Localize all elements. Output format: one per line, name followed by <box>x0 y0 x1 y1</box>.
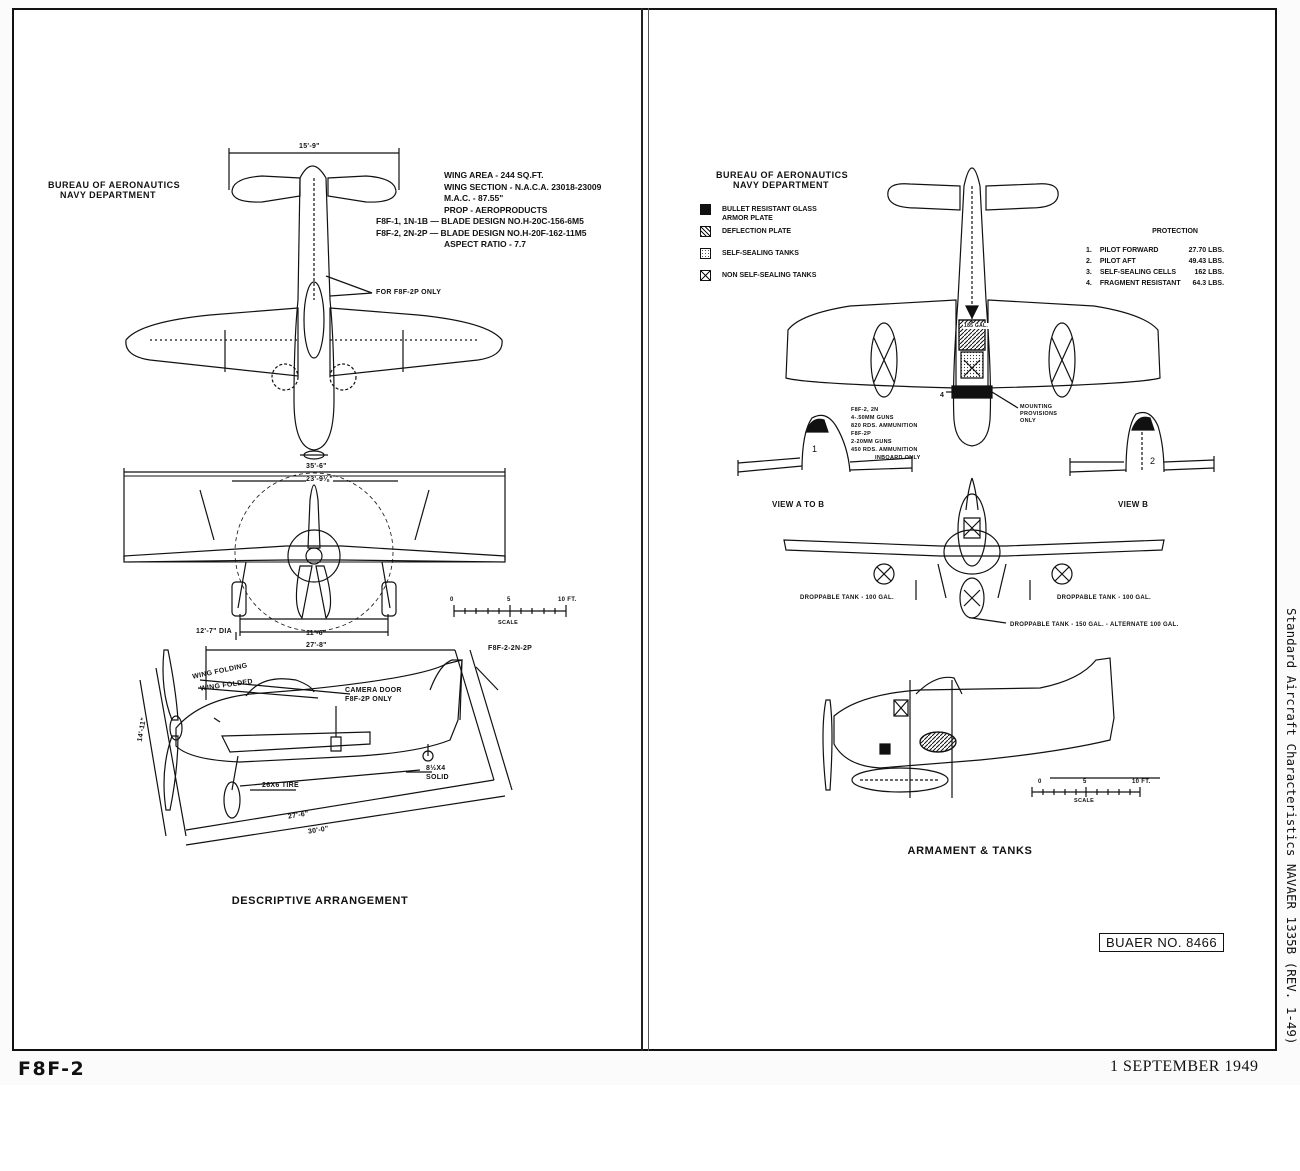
protection-row: 4. FRAGMENT RESISTANT 64.3 LBS. <box>1082 278 1228 289</box>
right-scale-10: 10 FT. <box>1132 779 1151 785</box>
top-view <box>126 148 502 459</box>
armament-front-view <box>784 478 1164 623</box>
spec-blade-f8f1: F8F-1, 1N-1B — BLADE DESIGN NO.H-20C-156… <box>376 216 584 226</box>
armament-top-view <box>786 168 1160 446</box>
right-scale-bar <box>1032 787 1140 797</box>
view-a-to-b <box>738 415 912 476</box>
legend-cross-swatch <box>700 270 711 281</box>
left-scale-label: SCALE <box>498 620 519 626</box>
marker-1: 1 <box>812 444 818 454</box>
spec-wing-area: WING AREA - 244 SQ.FT. <box>444 170 544 180</box>
aircraft-model: F8F-2 <box>18 1058 86 1080</box>
left-scale-5: 5 <box>507 597 511 603</box>
marker-2: 2 <box>1150 456 1156 466</box>
spec-aspect-ratio: ASPECT RATIO - 7.7 <box>444 239 527 249</box>
protection-weight: 64.3 LBS. <box>1192 280 1225 287</box>
left-scale-0: 0 <box>450 597 454 603</box>
view-b-label: VIEW B <box>1118 500 1149 509</box>
protection-item: PILOT AFT <box>1099 258 1136 265</box>
spec-prop: PROP - AEROPRODUCTS <box>444 204 548 215</box>
right-scale-label: SCALE <box>1074 798 1095 804</box>
aircraft-drawings <box>0 0 1300 1085</box>
dim-track: 11'-6" <box>306 630 327 637</box>
spec-mac: M.A.C. - 87.55" <box>444 193 504 203</box>
for-f8f2p-label: FOR F8F-2P ONLY <box>376 289 442 296</box>
marker-4: 4 <box>940 392 945 399</box>
dim-span-inner: 23'-9⅛" <box>306 476 333 483</box>
protection-item: SELF-SEALING CELLS <box>1099 269 1177 276</box>
legend-solid-swatch <box>700 204 711 215</box>
armament-side-view <box>823 658 1160 798</box>
drawing-sheet: BUREAU OF AERONAUTICS NAVY DEPARTMENT WI… <box>0 0 1300 1085</box>
camera-door-label: CAMERA DOOR F8F-2P ONLY <box>345 687 402 703</box>
gun-spec-label: F8F-2, 2N 4-.50MM GUNS 820 RDS. AMMUNITI… <box>851 407 921 461</box>
right-agency-name: BUREAU OF AERONAUTICS NAVY DEPARTMENT <box>716 170 849 190</box>
dim-span: 35'-6" <box>306 463 327 470</box>
page-divider-shadow <box>648 8 649 1051</box>
drop-tank-right-label: DROPPABLE TANK - 100 GAL. <box>1057 595 1151 601</box>
drop-tank-left-label: DROPPABLE TANK - 100 GAL. <box>800 595 894 601</box>
buaer-number: BUAER NO. 8466 <box>1099 933 1225 952</box>
legend-non-self-sealing-label: NON SELF-SEALING TANKS <box>722 272 817 279</box>
right-scale-0: 0 <box>1038 779 1042 785</box>
legend-armor-label: BULLET RESISTANT GLASS ARMOR PLATE <box>722 206 817 222</box>
spec-wing-section: WING SECTION - N.A.C.A. 23018-23009 <box>444 181 602 192</box>
left-caption: DESCRIPTIVE ARRANGEMENT <box>231 895 409 907</box>
protection-weight: 49.43 LBS. <box>1188 258 1225 265</box>
side-view <box>140 646 512 845</box>
drop-tank-center-label: DROPPABLE TANK - 150 GAL. - ALTERNATE 10… <box>1010 622 1179 628</box>
tire-main-label: 26X6 TIRE <box>262 782 299 789</box>
dim-tail-span: 15'-9" <box>299 143 320 150</box>
protection-table: PROTECTION 1. PILOT FORWARD 27.70 LBS. 2… <box>1082 228 1228 289</box>
right-caption: ARMAMENT & TANKS <box>907 845 1033 857</box>
internal-tank-label: 185 GAL. <box>963 323 990 329</box>
legend-dots-swatch <box>700 248 711 259</box>
protection-item: FRAGMENT RESISTANT <box>1099 280 1181 287</box>
spec-blade-f8f2: F8F-2, 2N-2P — BLADE DESIGN NO.H-20F-162… <box>376 227 587 238</box>
protection-item: PILOT FORWARD <box>1099 247 1159 254</box>
protection-num: 1. <box>1086 247 1092 254</box>
legend-deflection-label: DEFLECTION PLATE <box>722 228 792 235</box>
dim-length-top: 27'-8" <box>306 642 327 649</box>
view-a-to-b-label: VIEW A TO B <box>772 500 825 509</box>
f8f-variant-label: F8F-2-2N-2P <box>488 645 533 652</box>
protection-row: 1. PILOT FORWARD 27.70 LBS. <box>1082 245 1228 256</box>
protection-row: 2. PILOT AFT 49.43 LBS. <box>1082 256 1228 267</box>
protection-weight: 27.70 LBS. <box>1188 247 1225 254</box>
left-agency-name: BUREAU OF AERONAUTICS NAVY DEPARTMENT <box>48 180 181 200</box>
protection-weight: 162 LBS. <box>1194 269 1225 276</box>
dim-prop-dia: 12'-7" DIA <box>196 628 232 635</box>
protection-title: PROTECTION <box>1152 228 1198 235</box>
protection-num: 3. <box>1086 269 1092 276</box>
mounting-provisions-label: MOUNTING PROVISIONS ONLY <box>1020 404 1058 424</box>
protection-num: 2. <box>1086 258 1092 265</box>
document-series: Standard Aircraft Characteristics NAVAER… <box>1284 608 1299 1045</box>
footer-band <box>0 1085 1300 1171</box>
left-scale-bar <box>454 605 566 617</box>
legend-self-sealing-label: SELF-SEALING TANKS <box>722 250 799 257</box>
page-divider <box>641 8 643 1051</box>
front-view <box>124 468 505 640</box>
left-scale-10: 10 FT. <box>558 597 577 603</box>
document-date: 1 SEPTEMBER 1949 <box>1110 1058 1259 1075</box>
protection-row: 3. SELF-SEALING CELLS 162 LBS. <box>1082 267 1228 278</box>
tire-tail-label: 8½X4 SOLID <box>426 765 449 781</box>
legend-hatch-swatch <box>700 226 711 237</box>
spec-block: WING AREA - 244 SQ.FT. WING SECTION - N.… <box>376 170 601 251</box>
view-b <box>1070 413 1214 477</box>
protection-num: 4. <box>1086 280 1092 287</box>
right-scale-5: 5 <box>1083 779 1087 785</box>
sheet-border <box>12 8 1277 1051</box>
